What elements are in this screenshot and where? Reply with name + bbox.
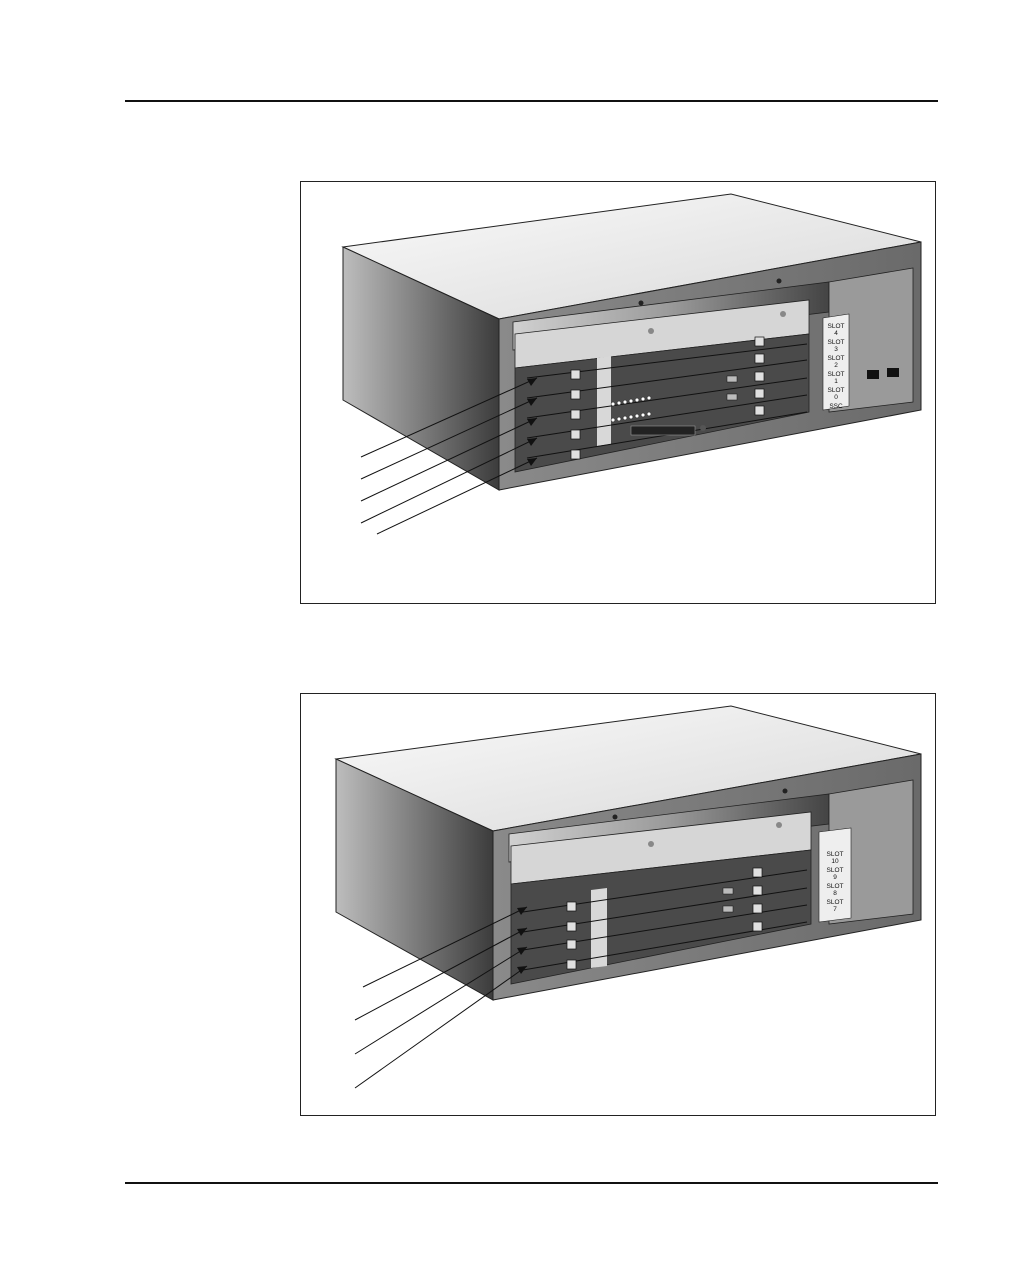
thumbscrew-icon — [648, 328, 654, 334]
callout-arrowheads — [517, 907, 527, 974]
card-handles-right — [752, 867, 763, 932]
slot-label-number: 0 — [834, 394, 838, 401]
power-switch-icon — [887, 368, 899, 377]
thumbscrew-icon — [776, 822, 782, 828]
connector-slot — [630, 425, 696, 436]
footer-rule — [125, 1182, 938, 1184]
slot-label-name: SLOT — [827, 883, 844, 890]
slot-label-name: SLOT — [828, 371, 845, 378]
port-pair-icon — [722, 887, 734, 913]
slot-label-name: SLOT — [828, 387, 845, 394]
slot-label-number: 2 — [834, 362, 838, 369]
slot-label-name: SLOT — [827, 867, 844, 874]
screw-icon — [782, 788, 788, 794]
slot-label-name: SLOT — [828, 323, 845, 330]
slot-label-name: SLOT — [828, 355, 845, 362]
power-switch-icon — [867, 370, 879, 379]
card-handles-left — [570, 369, 581, 460]
slot-label-number: 3 — [834, 346, 838, 353]
slot-label-name: SLOT — [828, 339, 845, 346]
slot-label-panel — [818, 827, 852, 923]
callout-arrowheads — [527, 378, 537, 466]
slot-label-name: SLOT — [827, 899, 844, 906]
card-cage — [510, 849, 812, 985]
slot-label-number: 10 — [831, 858, 839, 865]
card-divider-strip — [591, 888, 607, 968]
callout-leader-lines — [354, 906, 528, 1089]
callout-leader-lines — [360, 377, 538, 535]
card-handles-left — [566, 901, 577, 970]
screw-icon — [612, 814, 618, 820]
led-indicators — [610, 395, 652, 423]
header-rule — [125, 100, 938, 102]
card-handles-right — [754, 336, 765, 416]
slot-label-name: SLOT — [827, 851, 844, 858]
thumbscrew-icon — [648, 841, 654, 847]
slot-label-name: SSC — [829, 403, 843, 410]
screw-icon — [638, 300, 644, 306]
screw-icon — [776, 278, 782, 284]
card-divider-strip — [597, 356, 611, 446]
slot-label-panel — [822, 313, 850, 411]
port-pair-icon — [726, 375, 738, 401]
slot-label-number: 1 — [834, 378, 838, 385]
slot-label-number: 4 — [834, 330, 838, 337]
slot-label-number: 9 — [833, 874, 837, 881]
thumbscrew-icon — [780, 311, 786, 317]
slot-label-number: 8 — [833, 890, 837, 897]
knob-icon — [700, 425, 706, 431]
card-cage — [514, 333, 810, 473]
slot-label-number: 7 — [833, 906, 837, 913]
